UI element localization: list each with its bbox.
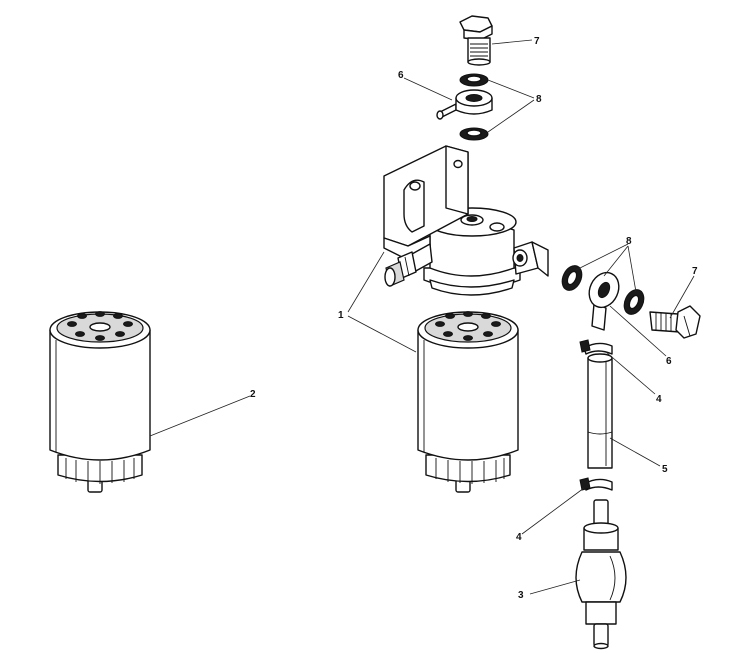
hose-clamp-upper <box>579 339 613 355</box>
callout-5: 5 <box>662 464 668 475</box>
side-sealing-washer-left <box>561 265 583 291</box>
callout-6-top: 6 <box>398 70 404 81</box>
callout-3: 3 <box>518 590 524 601</box>
hose-clamp-lower <box>579 477 613 491</box>
primer-pump <box>575 499 627 650</box>
mounted-filter-cartridge <box>417 311 519 493</box>
callout-8-top: 8 <box>536 94 542 105</box>
filter-head-bracket <box>383 145 549 296</box>
top-sealing-washer-lower <box>459 127 489 141</box>
side-banjo-fitting <box>588 271 620 331</box>
top-banjo-fitting <box>436 89 493 120</box>
callout-4-lower: 4 <box>516 532 522 543</box>
callout-1: 1 <box>338 310 344 321</box>
top-banjo-bolt <box>459 15 493 66</box>
side-sealing-washer-right <box>623 289 645 315</box>
callout-8-side: 8 <box>626 236 632 247</box>
top-sealing-washer-upper <box>459 73 489 87</box>
callout-7-top: 7 <box>534 36 540 47</box>
fuel-hose <box>587 353 613 469</box>
leader-lines <box>149 39 695 595</box>
callout-6-side: 6 <box>666 356 672 367</box>
spare-filter-cartridge <box>49 311 151 493</box>
callout-2: 2 <box>250 389 256 400</box>
callout-4-upper: 4 <box>656 394 662 405</box>
callout-7-side: 7 <box>692 266 698 277</box>
side-banjo-bolt <box>649 305 701 339</box>
